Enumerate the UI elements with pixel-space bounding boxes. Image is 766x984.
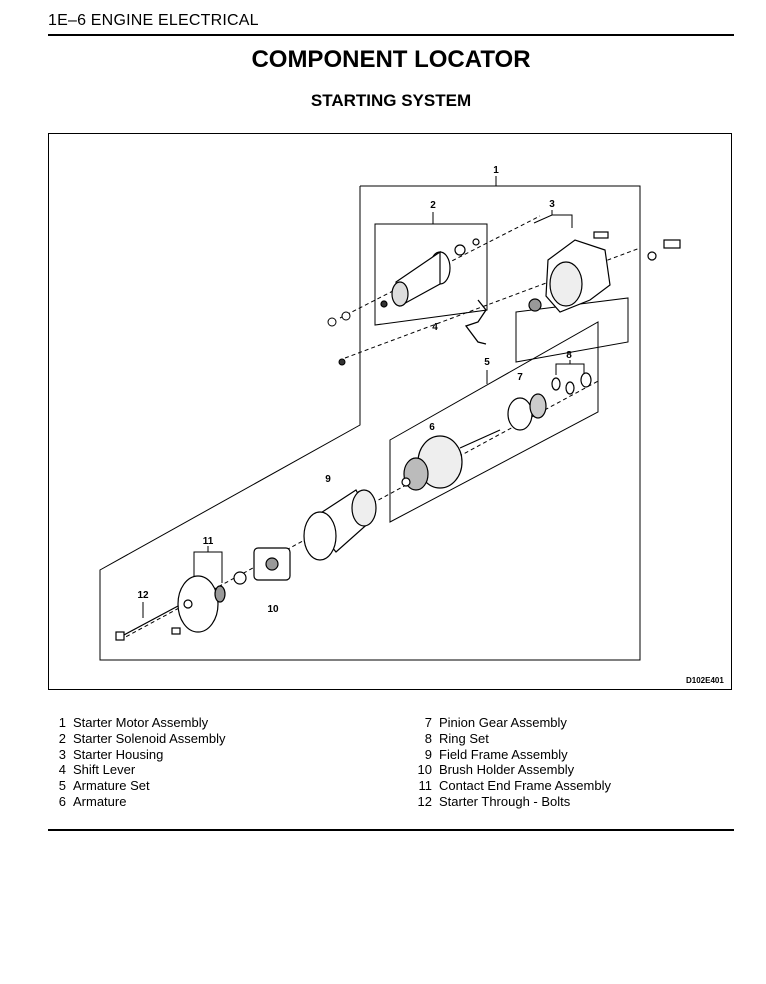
legend-label: Pinion Gear Assembly <box>439 715 567 730</box>
legend-num: 2 <box>58 730 66 746</box>
legend-num: 4 <box>58 762 66 778</box>
legend-item: 3 Starter Housing <box>46 747 225 763</box>
legend-num: 5 <box>58 778 66 794</box>
legend-label: Brush Holder Assembly <box>439 762 575 778</box>
page-title: COMPONENT LOCATOR <box>251 46 531 73</box>
callout-8: 8 <box>566 350 572 361</box>
callout-1: 1 <box>493 165 499 176</box>
legend-left: 1 Starter Motor Assembly 2 Starter Solenoi… <box>46 715 226 810</box>
legend-label: Starter Housing <box>73 746 164 762</box>
legend-label: Starter Motor Assembly <box>73 715 209 730</box>
brush-holder-drawing <box>233 547 291 585</box>
callout-2: 2 <box>430 200 436 211</box>
legend-num: 10 <box>417 762 432 778</box>
legend-num: 3 <box>58 746 66 762</box>
legend-label: Starter Solenoid Assembly <box>73 730 226 746</box>
legend-label: Contact End Frame Assembly <box>439 778 611 794</box>
callout-12: 12 <box>137 590 149 601</box>
page-header: 1E–6 ENGINE ELECTRICAL <box>48 12 259 29</box>
legend-label: Field Frame Assembly <box>439 746 568 762</box>
legend-num: 12 <box>417 793 432 809</box>
field-frame-drawing <box>303 489 377 561</box>
legend-label: Armature <box>73 793 127 809</box>
callout-7: 7 <box>517 372 523 383</box>
armature-drawing <box>401 429 501 491</box>
legend-num: 8 <box>424 730 432 746</box>
legend-item: 11 Contact End Frame Assembly <box>412 778 611 794</box>
legend-item: 1 Starter Motor Assembly <box>46 715 225 731</box>
legend-item: 10 Brush Holder Assembly <box>412 762 611 778</box>
legend-label: Starter Through - Bolts <box>439 793 571 809</box>
pinion-gear-drawing <box>507 393 547 431</box>
legend-num: 7 <box>424 715 432 730</box>
starter-motor-assembly-outline <box>99 185 641 661</box>
through-bolt-drawing <box>115 605 181 641</box>
contact-end-frame-drawing <box>177 575 226 633</box>
armature-set-outline <box>389 321 599 523</box>
callout-5: 5 <box>484 357 490 368</box>
page-subtitle: STARTING SYSTEM <box>310 91 472 110</box>
footer-rule <box>48 829 734 831</box>
legend-item: 8 Ring Set <box>412 731 611 747</box>
solenoid-outline <box>374 223 488 326</box>
legend-item: 6 Armature <box>46 794 225 810</box>
legend-item: 4 Shift Lever <box>46 762 225 778</box>
callout-6: 6 <box>429 422 435 433</box>
diagram-frame <box>48 133 732 690</box>
legend-num: 6 <box>58 793 66 809</box>
shift-lever-drawing <box>464 299 487 345</box>
callout-4: 4 <box>432 322 438 333</box>
legend-item: 12 Starter Through - Bolts <box>412 794 611 810</box>
legend-item: 9 Field Frame Assembly <box>412 747 611 763</box>
legend-item: 2 Starter Solenoid Assembly <box>46 730 226 747</box>
header-rule <box>48 34 734 36</box>
legend-item: 5 Armature Set <box>46 778 225 794</box>
legend-num: 1 <box>58 715 66 730</box>
callout-10: 10 <box>267 604 279 615</box>
solenoid-drawing <box>380 238 480 308</box>
callout-9: 9 <box>325 474 331 485</box>
housing-drawing <box>528 231 681 313</box>
legend-label: Ring Set <box>439 730 489 746</box>
callout-3: 3 <box>549 199 555 210</box>
callout-11: 11 <box>203 536 214 547</box>
legend-num: 11 <box>418 778 433 794</box>
legend-label: Armature Set <box>73 778 150 794</box>
legend-item: 7 Pinion Gear Assembly <box>412 715 611 731</box>
legend-right: 7 Pinion Gear Assembly 8 Ring Set 9 Field F… <box>412 715 611 810</box>
diagram-code: D102E401 <box>686 676 724 685</box>
legend-num: 9 <box>424 746 432 762</box>
legend-label: Shift Lever <box>73 762 136 778</box>
